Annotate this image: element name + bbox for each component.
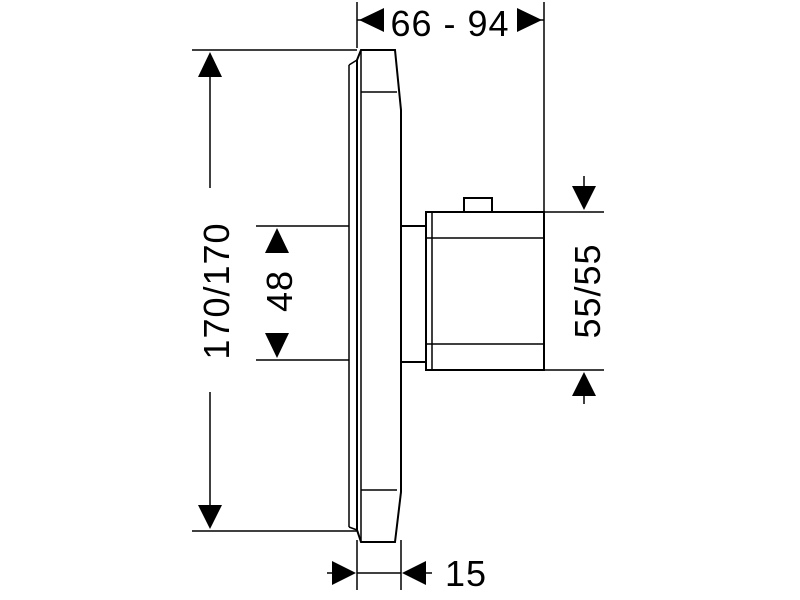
arrow-up-icon [198, 52, 222, 77]
arrow-down-icon [198, 505, 222, 529]
dimension-cutout: 48 [256, 225, 349, 361]
handle-knob [425, 197, 545, 371]
dimension-cutout-label: 48 [259, 270, 300, 312]
arrow-down-icon [265, 333, 289, 358]
dimension-plate-thickness: 15 [327, 540, 487, 594]
dimension-depth-label: 66 - 94 [390, 3, 509, 44]
dimension-plate-thickness-label: 15 [445, 553, 487, 594]
arrow-up-icon [572, 372, 596, 396]
arrow-right-icon [332, 561, 356, 585]
dimension-knob-size: 55/55 [544, 176, 608, 404]
arrow-right-icon [517, 8, 542, 32]
dimension-knob-size-label: 55/55 [567, 243, 608, 338]
arrow-down-icon [572, 186, 596, 210]
dimension-plate-height: 170/170 [192, 49, 357, 532]
dimension-depth: 66 - 94 [356, 2, 545, 212]
cover-plate [348, 49, 402, 543]
arrow-left-icon [402, 561, 426, 585]
arrow-left-icon [359, 8, 384, 32]
dimension-plate-height-label: 170/170 [196, 222, 237, 359]
arrow-up-icon [265, 228, 289, 253]
spindle-neck [400, 225, 427, 363]
